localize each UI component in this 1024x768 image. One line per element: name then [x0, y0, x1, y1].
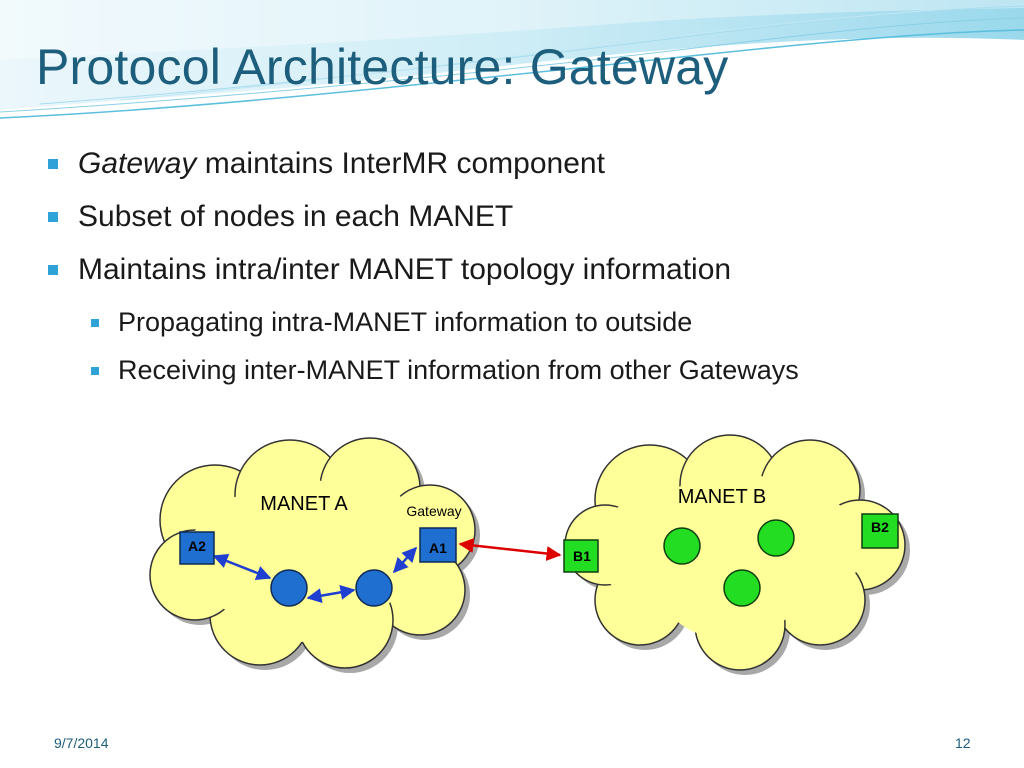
bullet-text: maintains InterMR component — [196, 147, 605, 180]
wave-line — [119, 3, 1024, 101]
intra-link-node-a1 — [392, 546, 418, 574]
gateway-node-b2 — [861, 513, 899, 549]
gateway-node-a1 — [419, 527, 457, 563]
manet-b-node — [723, 569, 761, 607]
inter-link-a1-b1 — [458, 538, 562, 561]
top-wave-band-light — [0, 0, 1024, 60]
bullet-text: Propagating intra-MANET information to o… — [118, 307, 693, 337]
intra-link-a2-node — [212, 553, 272, 581]
wave-line — [0, 17, 1024, 113]
manet-a-node — [355, 569, 393, 607]
manet-a-label: MANET A — [260, 493, 348, 515]
square-bullet-icon — [48, 159, 58, 169]
manet-b-node — [663, 527, 701, 565]
bullet-item: Subset of nodes in each MANET — [48, 200, 514, 234]
footer-date: 9/7/2014 — [54, 735, 109, 751]
bullet-emphasis: Gateway — [78, 147, 197, 180]
manet-b-cloud — [564, 434, 910, 675]
page-number: 12 — [955, 735, 971, 751]
bullet-list: Gateway maintains InterMR component Subs… — [48, 147, 799, 386]
manet-b-label: MANET B — [678, 486, 767, 508]
gateway-node-b1 — [563, 539, 599, 573]
top-wave-band — [0, 0, 1024, 110]
bullet-text: Receiving inter-MANET information from o… — [118, 355, 799, 385]
bullet-item: Maintains intra/inter MANET topology inf… — [48, 253, 732, 287]
bullet-item: Gateway maintains InterMR component — [48, 147, 605, 181]
manet-b-node — [757, 519, 795, 557]
bullet-text: Maintains intra/inter MANET topology inf… — [78, 253, 732, 286]
wave-line — [39, 5, 1024, 105]
wave-line — [0, 29, 1024, 119]
gateway-node-a2 — [179, 531, 215, 565]
slide-title: Protocol Architecture: Gateway — [36, 39, 729, 95]
node-b2-label: B2 — [871, 519, 889, 535]
node-b1-label: B1 — [573, 548, 591, 564]
gateway-label: Gateway — [406, 503, 461, 519]
square-bullet-icon — [48, 265, 58, 275]
bullet-text: Subset of nodes in each MANET — [78, 200, 514, 233]
intra-link-node-node — [306, 584, 356, 604]
square-bullet-icon — [91, 367, 99, 375]
square-bullet-icon — [91, 319, 99, 327]
square-bullet-icon — [48, 212, 58, 222]
manet-a-node — [270, 569, 308, 607]
sub-bullet-item: Receiving inter-MANET information from o… — [91, 355, 799, 386]
sub-bullet-item: Propagating intra-MANET information to o… — [91, 307, 693, 338]
node-a2-label: A2 — [188, 538, 206, 554]
node-a1-label: A1 — [429, 540, 447, 556]
